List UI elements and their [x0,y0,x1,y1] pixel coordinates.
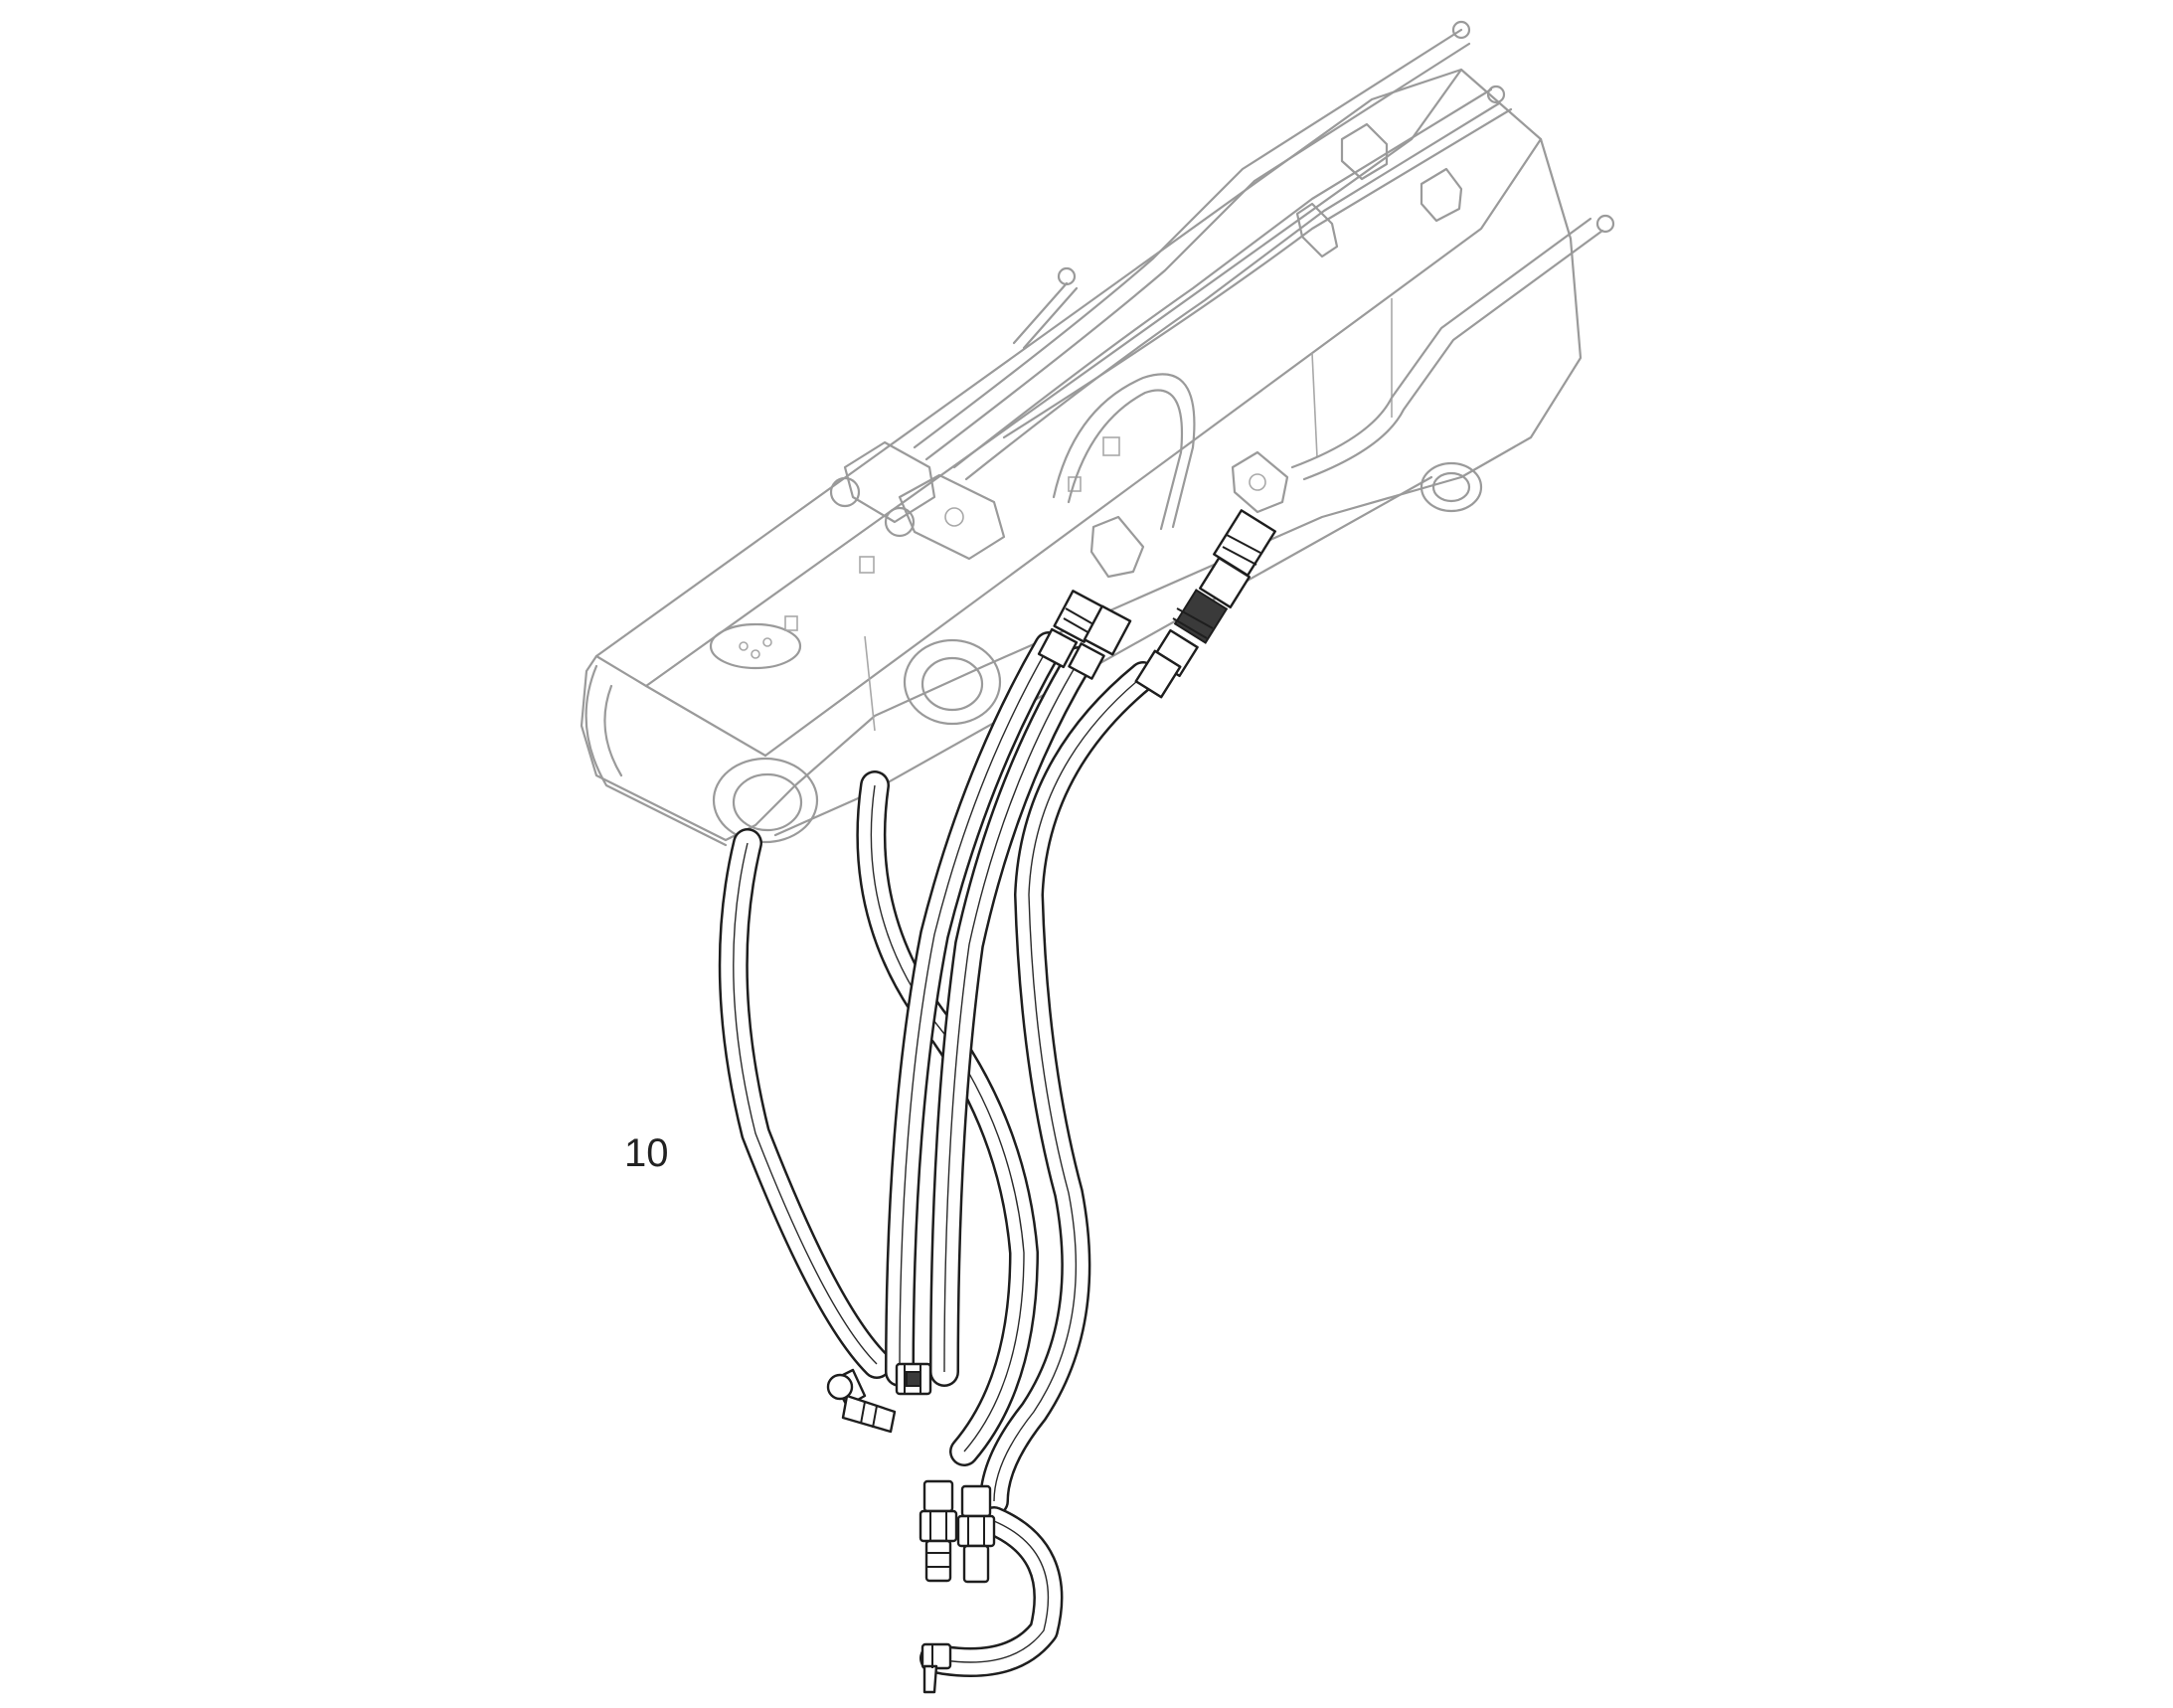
upper-fitting-2 [1068,604,1132,680]
hose-fittings [826,509,1276,1694]
hose-e [979,661,1158,1516]
upper-fitting-3 [1151,509,1276,678]
elbow-fitting-bottom [920,1642,952,1694]
hydraulic-hose-assembly [718,631,1158,1677]
hose-d [929,646,1093,1387]
lower-fitting-1 [919,1479,958,1583]
callout-number-label: 10 [624,1131,669,1175]
hose-a [718,828,892,1379]
tee-fitting-center [895,1362,932,1396]
upper-fitting-1 [1037,590,1104,669]
hose-b [856,770,1039,1466]
lower-fitting-2 [956,1484,996,1584]
hose-c [885,631,1064,1387]
boom-pipe-lines [913,20,1615,531]
elbow-fitting-left [826,1368,897,1434]
upper-fitting-4 [1134,649,1182,699]
hose-f [919,1506,1064,1677]
control-valve-block [829,440,1289,579]
